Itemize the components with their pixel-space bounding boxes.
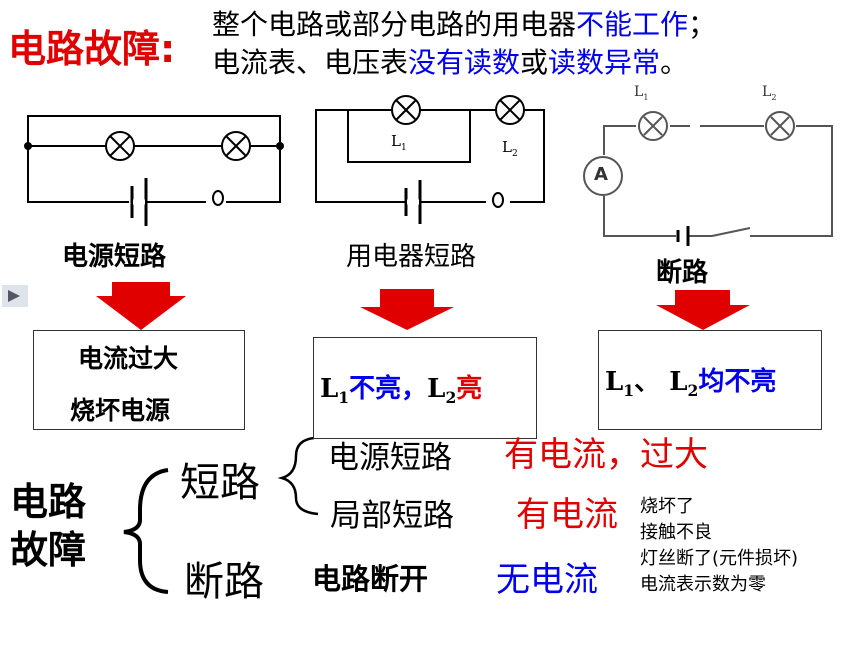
result-text: L1、 L2均不亮 <box>605 361 776 400</box>
lamp-icon <box>105 131 135 161</box>
summary-local-short-result: 有电流 <box>516 495 618 535</box>
lamp-icon <box>391 95 421 125</box>
lamp-label-l1: L1 <box>391 132 407 153</box>
summary-root: 电路 故障 <box>10 478 86 574</box>
lamp-label-sub: 1 <box>400 143 407 153</box>
circuit-label-source-short: 电源短路 <box>62 242 167 272</box>
page-title: 电路故障: <box>8 27 176 71</box>
cause-item: 灯丝断了(元件损坏) <box>640 548 799 569</box>
lamp-label-sub: 1 <box>643 91 649 102</box>
play-icon[interactable] <box>2 285 28 307</box>
lamp-icon <box>765 111 795 141</box>
description-punct: 。 <box>660 46 689 79</box>
description-highlight: 不能工作 <box>576 8 689 41</box>
lamp-label-l2: L2 <box>502 138 518 159</box>
description-highlight: 读数异常 <box>548 46 661 79</box>
lamp-label-sub: 2 <box>687 381 699 401</box>
lamp-label-letter: L <box>391 132 401 150</box>
brace-icon <box>123 468 169 594</box>
lamp-state: 不亮， <box>349 374 428 404</box>
lamp-label-letter: L <box>634 84 644 100</box>
circuit-open <box>583 125 833 246</box>
lamp-label-letter: L <box>605 367 624 397</box>
down-arrow-icon <box>656 290 750 330</box>
lamp-label-letter: L <box>669 367 688 397</box>
lamp-state: 均不亮 <box>698 367 777 397</box>
lamp-label-l1: L1 <box>634 84 649 102</box>
separator: 、 <box>634 367 670 397</box>
brace-icon <box>277 436 319 516</box>
summary-open-desc: 电路断开 <box>312 562 429 596</box>
lamp-state: 亮 <box>456 374 483 404</box>
description-text: 整个电路或部分电路的用电器 <box>212 8 577 41</box>
lamp-icon <box>495 95 525 125</box>
lamp-label-sub: 2 <box>511 149 518 159</box>
down-arrow-icon <box>360 289 454 330</box>
circuit-label-appliance-short: 用电器短路 <box>346 242 477 272</box>
lamp-label-letter: L <box>762 84 772 100</box>
lamp-icon <box>221 131 251 161</box>
description-line-1: 整个电路或部分电路的用电器不能工作； <box>212 8 716 42</box>
description-text: 或 <box>520 46 549 79</box>
result-text: 电流过大 <box>78 344 179 373</box>
result-text: 烧坏电源 <box>70 396 171 425</box>
summary-source-short-result: 有电流，过大 <box>504 435 708 475</box>
description-line-2: 电流表、电压表没有读数或读数异常。 <box>212 46 688 80</box>
circuit-source-short <box>24 115 284 226</box>
down-arrow-icon <box>96 282 186 330</box>
summary-open: 断路 <box>184 559 264 605</box>
result-text: L1不亮，L2亮 <box>320 368 482 407</box>
ammeter-icon: A <box>594 164 608 185</box>
lamp-label-letter: L <box>427 374 446 404</box>
lamp-label-sub: 1 <box>623 381 635 401</box>
result-box-source-short: 电流过大 烧坏电源 <box>33 330 245 430</box>
summary-short: 短路 <box>180 460 260 506</box>
description-highlight: 没有读数 <box>408 46 521 79</box>
lamp-label-l2: L2 <box>762 84 777 102</box>
description-text: 电流表、电压表 <box>212 46 409 79</box>
summary-source-short: 电源短路 <box>328 440 452 476</box>
lamp-label-sub: 1 <box>338 388 350 408</box>
result-box-open: L1、 L2均不亮 <box>598 330 822 430</box>
lamp-icon <box>638 111 668 141</box>
description-punct: ； <box>688 8 717 41</box>
lamp-label-sub: 2 <box>771 91 777 102</box>
circuit-appliance-short <box>315 109 545 224</box>
summary-open-result: 无电流 <box>496 560 598 600</box>
cause-list: 烧坏了 接触不良 灯丝断了(元件损坏) 电流表示数为零 <box>640 494 798 598</box>
cause-item: 电流表示数为零 <box>640 574 766 595</box>
summary-root-line: 电路 <box>10 480 87 524</box>
lamp-label-letter: L <box>320 374 339 404</box>
lamp-label-letter: L <box>502 138 512 156</box>
summary-root-line: 故障 <box>10 528 87 572</box>
circuit-label-open: 断路 <box>656 258 709 288</box>
result-box-appliance-short: L1不亮，L2亮 <box>313 337 537 439</box>
lamp-label-sub: 2 <box>445 388 457 408</box>
cause-item: 接触不良 <box>640 522 712 543</box>
cause-item: 烧坏了 <box>640 496 694 517</box>
summary-local-short: 局部短路 <box>330 498 454 534</box>
